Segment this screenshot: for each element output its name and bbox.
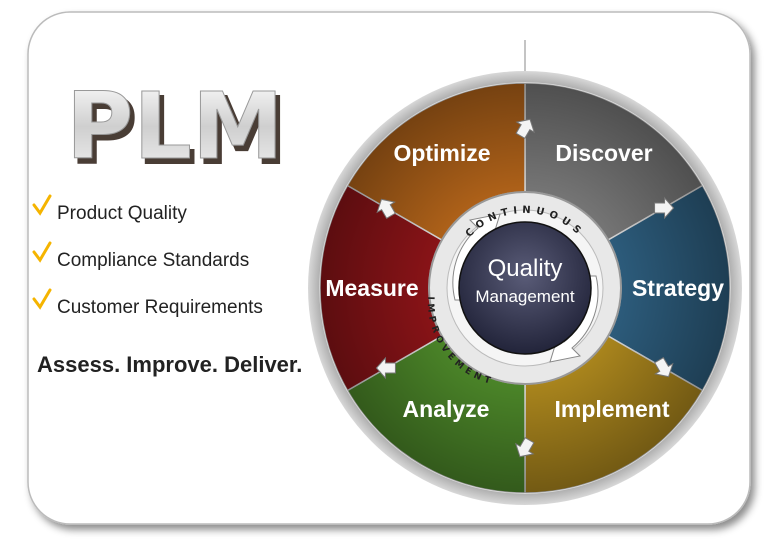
checkmark-icon	[32, 288, 52, 310]
checklist-item: Customer Requirements	[57, 297, 263, 318]
center-hub	[458, 221, 592, 355]
segment-label: Discover	[555, 140, 652, 166]
checkmark-icon	[32, 241, 52, 263]
center-title: Quality	[488, 255, 563, 282]
arrow-right-icon	[375, 356, 396, 380]
segment-label: Measure	[325, 275, 418, 301]
center-subtitle: Management	[475, 287, 575, 306]
segment-label: Analyze	[403, 396, 490, 422]
plm-logo: PLM	[66, 73, 285, 181]
checklist-item: Compliance Standards	[57, 250, 249, 271]
segment-label: Strategy	[632, 275, 724, 301]
arrow-right-icon	[514, 437, 535, 458]
checklist-item: Product Quality	[57, 203, 187, 224]
arrow-right-icon	[515, 118, 536, 139]
arrow-right-icon	[654, 196, 675, 220]
arrow-right-icon	[654, 357, 674, 378]
arrow-right-icon	[376, 198, 396, 219]
logo-text: PLM	[66, 73, 284, 180]
segment-label: Implement	[554, 396, 669, 422]
segment-label: Optimize	[393, 140, 490, 166]
tagline: Assess. Improve. Deliver.	[37, 352, 302, 377]
segment-arrows	[375, 118, 675, 458]
checkmark-icon	[32, 194, 52, 216]
